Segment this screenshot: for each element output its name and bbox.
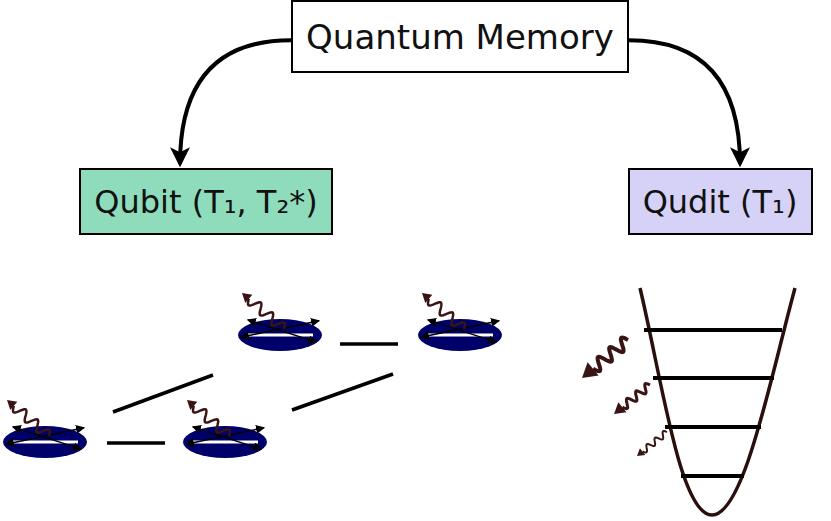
- photon-wave: [193, 406, 230, 436]
- photon-head: [637, 448, 645, 456]
- photon-head: [614, 402, 626, 414]
- photon-wave: [13, 406, 50, 436]
- harmonic-oscillator: [640, 288, 795, 515]
- photon-head: [7, 400, 17, 410]
- qudit-box: Qudit (T₁): [628, 168, 813, 235]
- qubit-lattice: [3, 319, 502, 458]
- photon-wave: [622, 384, 650, 409]
- photon-head: [187, 400, 197, 410]
- photon-head: [242, 293, 252, 303]
- node-label: Qudit (T₁): [643, 183, 798, 221]
- qubit-box: Qubit (T₁, T₂*): [79, 168, 333, 235]
- branch-arrow: [180, 40, 291, 164]
- photon-head: [422, 293, 432, 303]
- photon-wave: [593, 338, 628, 372]
- memory-box: Quantum Memory: [291, 0, 629, 73]
- photon-wave: [248, 299, 285, 329]
- photon-wave: [643, 431, 667, 452]
- node-label: Quantum Memory: [306, 17, 614, 57]
- node-label: Qubit (T₁, T₂*): [94, 183, 317, 221]
- branch-arrow: [629, 40, 740, 164]
- photon-wave: [428, 299, 465, 329]
- photon-head: [582, 362, 599, 378]
